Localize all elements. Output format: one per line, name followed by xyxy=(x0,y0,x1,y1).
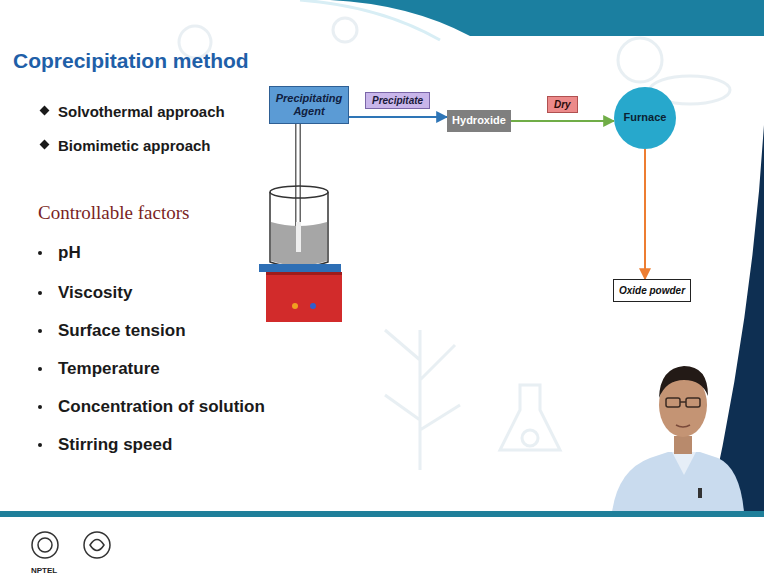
node-text: Furnace xyxy=(624,111,667,124)
section-heading: Controllable factors xyxy=(38,202,189,224)
bullet-text: Solvothermal approach xyxy=(58,103,225,120)
factor-item: Stirring speed xyxy=(58,435,172,455)
presenter-figure xyxy=(612,366,744,512)
node-text: Hydroxide xyxy=(452,114,506,127)
header-curve xyxy=(300,0,440,40)
slide-title: Coprecipitation method xyxy=(13,49,249,73)
step-label: Dry xyxy=(547,96,578,113)
bullet-text: Biomimetic approach xyxy=(58,137,211,154)
factor-item: Concentration of solution xyxy=(58,397,265,417)
step-label: Precipitate xyxy=(365,92,430,109)
furnace-circle: Furnace xyxy=(614,87,676,149)
node-text: Oxide powder xyxy=(619,285,685,297)
flow-arrow xyxy=(511,120,614,122)
footer-stripe xyxy=(0,511,764,517)
bullet-marks xyxy=(38,106,49,447)
side-wedge xyxy=(708,125,764,515)
node-text: Precipitating Agent xyxy=(270,92,348,118)
flow-arrow xyxy=(349,116,447,118)
logo-caption: NPTEL xyxy=(31,566,57,575)
process-box: Hydroxide xyxy=(447,110,511,132)
logos xyxy=(32,532,110,558)
process-box: Precipitating Agent xyxy=(269,86,349,124)
result-box: Oxide powder xyxy=(613,279,691,302)
factor-item: Temperature xyxy=(58,359,160,379)
flow-arrow xyxy=(644,149,646,279)
factor-item: pH xyxy=(58,243,81,263)
factor-item: Viscosity xyxy=(58,283,132,303)
beaker-illustration xyxy=(259,124,342,322)
factor-item: Surface tension xyxy=(58,321,186,341)
